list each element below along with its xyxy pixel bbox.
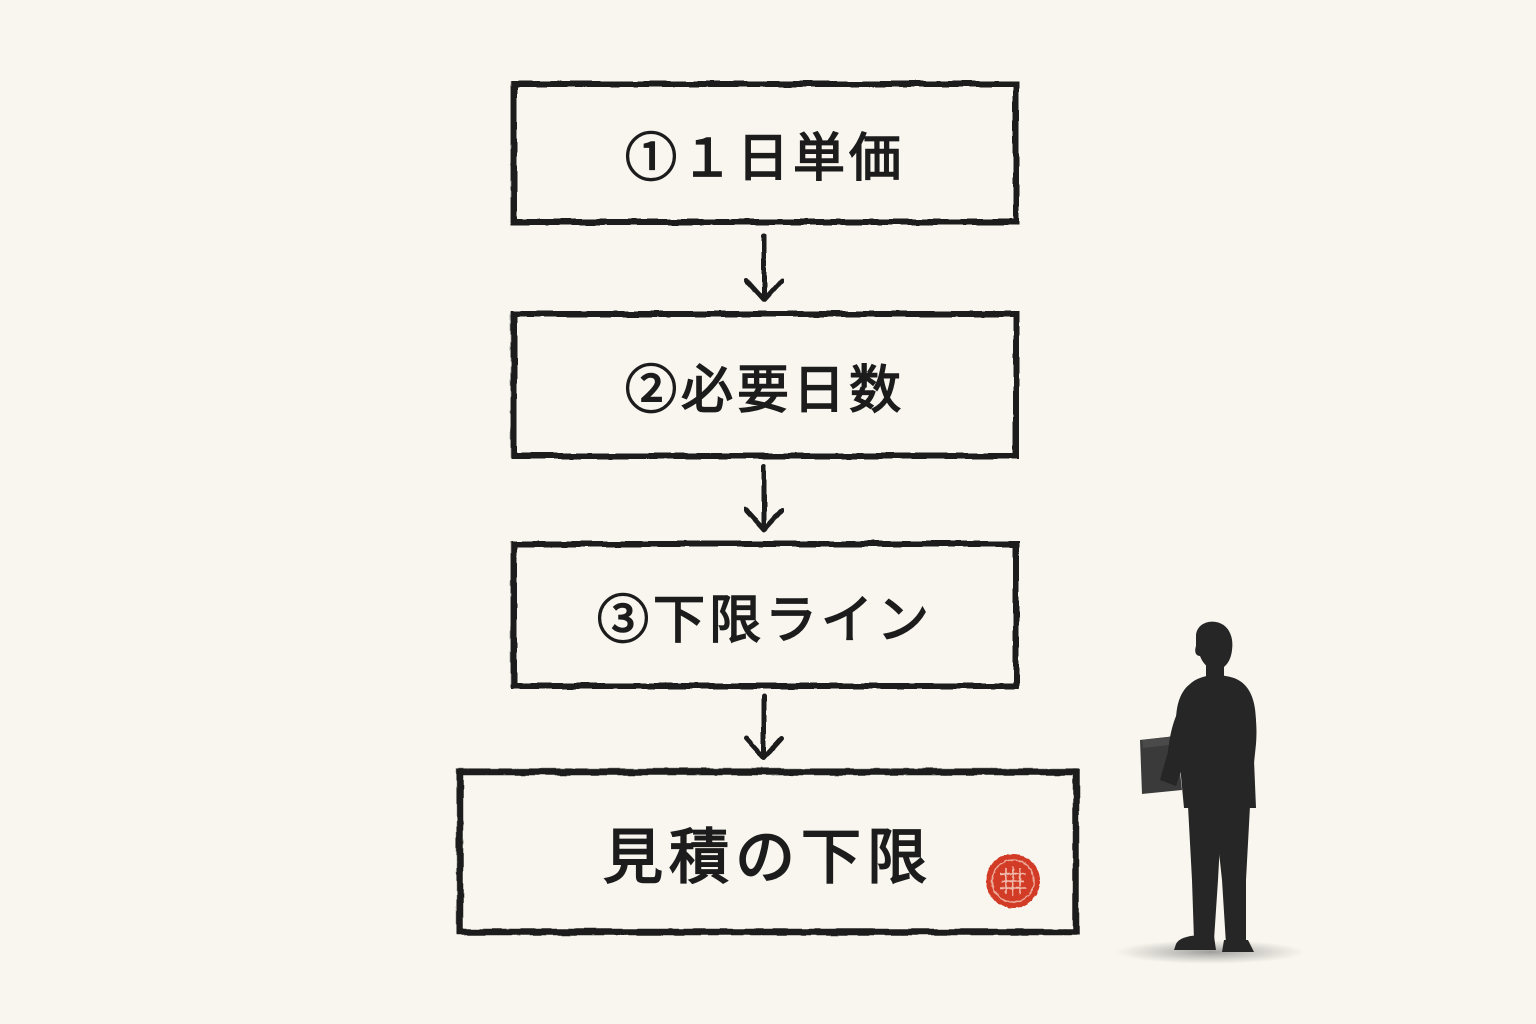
arrow-down-2 (743, 463, 785, 533)
person-silhouette-icon (1140, 621, 1257, 952)
red-seal-icon (986, 854, 1040, 908)
ground-shadow (1115, 940, 1305, 964)
step-box-3 (510, 541, 1019, 689)
step-2-label: ②必要日数 (624, 359, 905, 421)
step-box-1 (510, 81, 1019, 225)
result-box (456, 768, 1080, 936)
arrow-down-3 (743, 693, 785, 761)
arrow-down-1 (743, 233, 785, 303)
result-label: 見積の下限 (603, 822, 933, 893)
step-3-label: ③下限ライン (596, 589, 933, 651)
step-box-2 (510, 311, 1019, 459)
step-1-label: ①１日単価 (624, 127, 905, 189)
